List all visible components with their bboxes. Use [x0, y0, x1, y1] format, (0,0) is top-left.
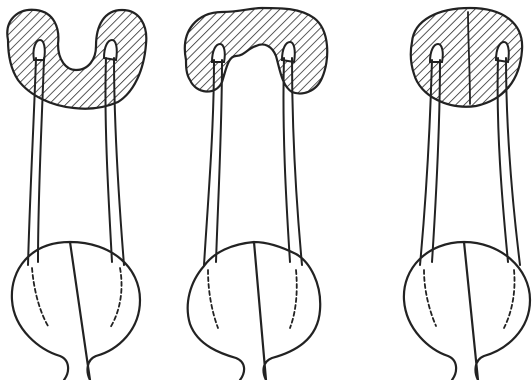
- ureter-left-b-dashed: [110, 268, 122, 328]
- ureter-middle-a-tube-inner: [216, 60, 222, 262]
- panel-middle: [185, 8, 327, 380]
- panel-right: [404, 8, 530, 380]
- bladder-middle: [188, 242, 321, 380]
- kidney-middle-bridged: [185, 8, 327, 93]
- ureter-middle-a-dashed: [208, 270, 218, 328]
- ureter-left-a-dashed: [32, 268, 48, 326]
- panel-left: [7, 10, 146, 380]
- kidney-left-u-shaped: [7, 10, 146, 109]
- ureter-right-b-dashed: [504, 270, 515, 328]
- ureter-right-a-dashed: [424, 270, 436, 326]
- bladder-right: [404, 242, 530, 380]
- bladder-left: [12, 242, 140, 380]
- ureter-middle-b-dashed: [290, 270, 297, 328]
- ureter-left-a: [33, 40, 44, 60]
